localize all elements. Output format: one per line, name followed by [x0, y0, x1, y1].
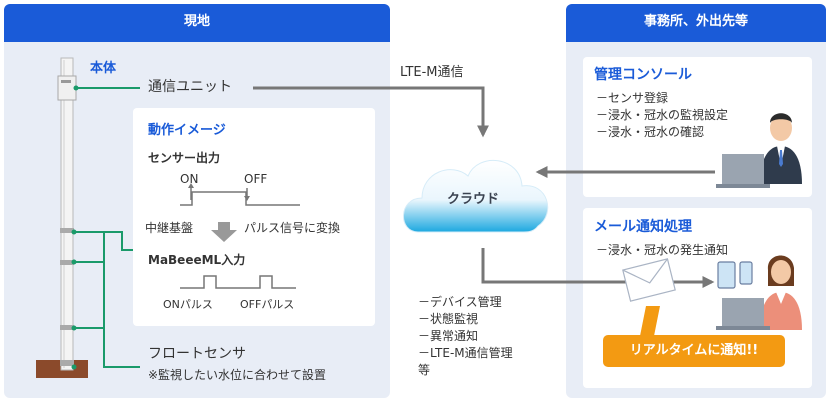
operation-card — [133, 108, 375, 326]
management-list: －センサ登録 －浸水・冠水の監視設定 －浸水・冠水の確認 — [596, 90, 728, 141]
operation-title: 動作イメージ — [148, 123, 226, 138]
lte-arrow — [253, 86, 489, 138]
management-title: 管理コンソール — [594, 67, 692, 83]
onsite-header-bar — [4, 4, 390, 42]
envelope-icon — [622, 258, 676, 302]
off-label: OFF — [244, 172, 268, 186]
pulse-convert-label: パルス信号に変換 — [244, 221, 341, 235]
onsite-header: 現地 — [183, 14, 210, 29]
lte-label: LTE-M通信 — [400, 65, 464, 80]
list-item: －状態監視 — [418, 312, 479, 327]
list-item: －異常通知 — [418, 329, 479, 344]
office-header-bar — [566, 4, 826, 42]
float-note: ※監視したい水位に合わせて設置 — [148, 368, 327, 382]
relay-board-label: 中継基盤 — [145, 221, 194, 235]
list-item: －浸水・冠水の監視設定 — [596, 108, 729, 123]
body-label: 本体 — [90, 61, 117, 76]
mail-list: －浸水・冠水の発生通知 — [596, 242, 728, 259]
list-item: －浸水・冠水の発生通知 — [596, 243, 729, 257]
list-item: －センサ登録 — [596, 91, 669, 105]
on-label: ON — [180, 172, 199, 186]
list-item: －LTE-M通信管理 — [418, 346, 513, 361]
sensor-output-label: センサー出力 — [148, 151, 221, 165]
office-header: 事務所、外出先等 — [643, 14, 748, 29]
convert-arrow — [211, 222, 237, 242]
list-item: 等 — [418, 363, 431, 378]
list-item: －浸水・冠水の確認 — [596, 125, 705, 140]
cloud-function-list: －デバイス管理 －状態監視 －異常通知 －LTE-M通信管理 等 — [418, 294, 513, 379]
realtime-badge: リアルタイムに通知!! — [603, 335, 785, 367]
sensor-connectors — [74, 87, 140, 368]
badge-pointer — [640, 306, 660, 336]
float-sensor-label: フロートセンサ — [148, 346, 246, 362]
mail-title: メール通知処理 — [594, 219, 692, 235]
cloud-icon — [403, 160, 549, 233]
tablet-icon — [717, 261, 736, 289]
on-pulse-label: ONパルス — [163, 298, 213, 311]
comm-unit-label: 通信ユニット — [148, 79, 232, 95]
businesswoman-icon — [760, 255, 802, 330]
sensor-pole-icon — [36, 57, 88, 378]
laptop-icon — [716, 298, 770, 330]
smartphone-icon — [739, 261, 753, 285]
businessman-icon — [760, 113, 802, 184]
mabeee-input-label: MaBeeeML入力 — [148, 253, 246, 267]
off-pulse-label: OFFパルス — [240, 298, 295, 311]
cloud-label: クラウド — [447, 192, 500, 207]
list-item: －デバイス管理 — [418, 295, 502, 309]
laptop-icon — [716, 154, 770, 188]
